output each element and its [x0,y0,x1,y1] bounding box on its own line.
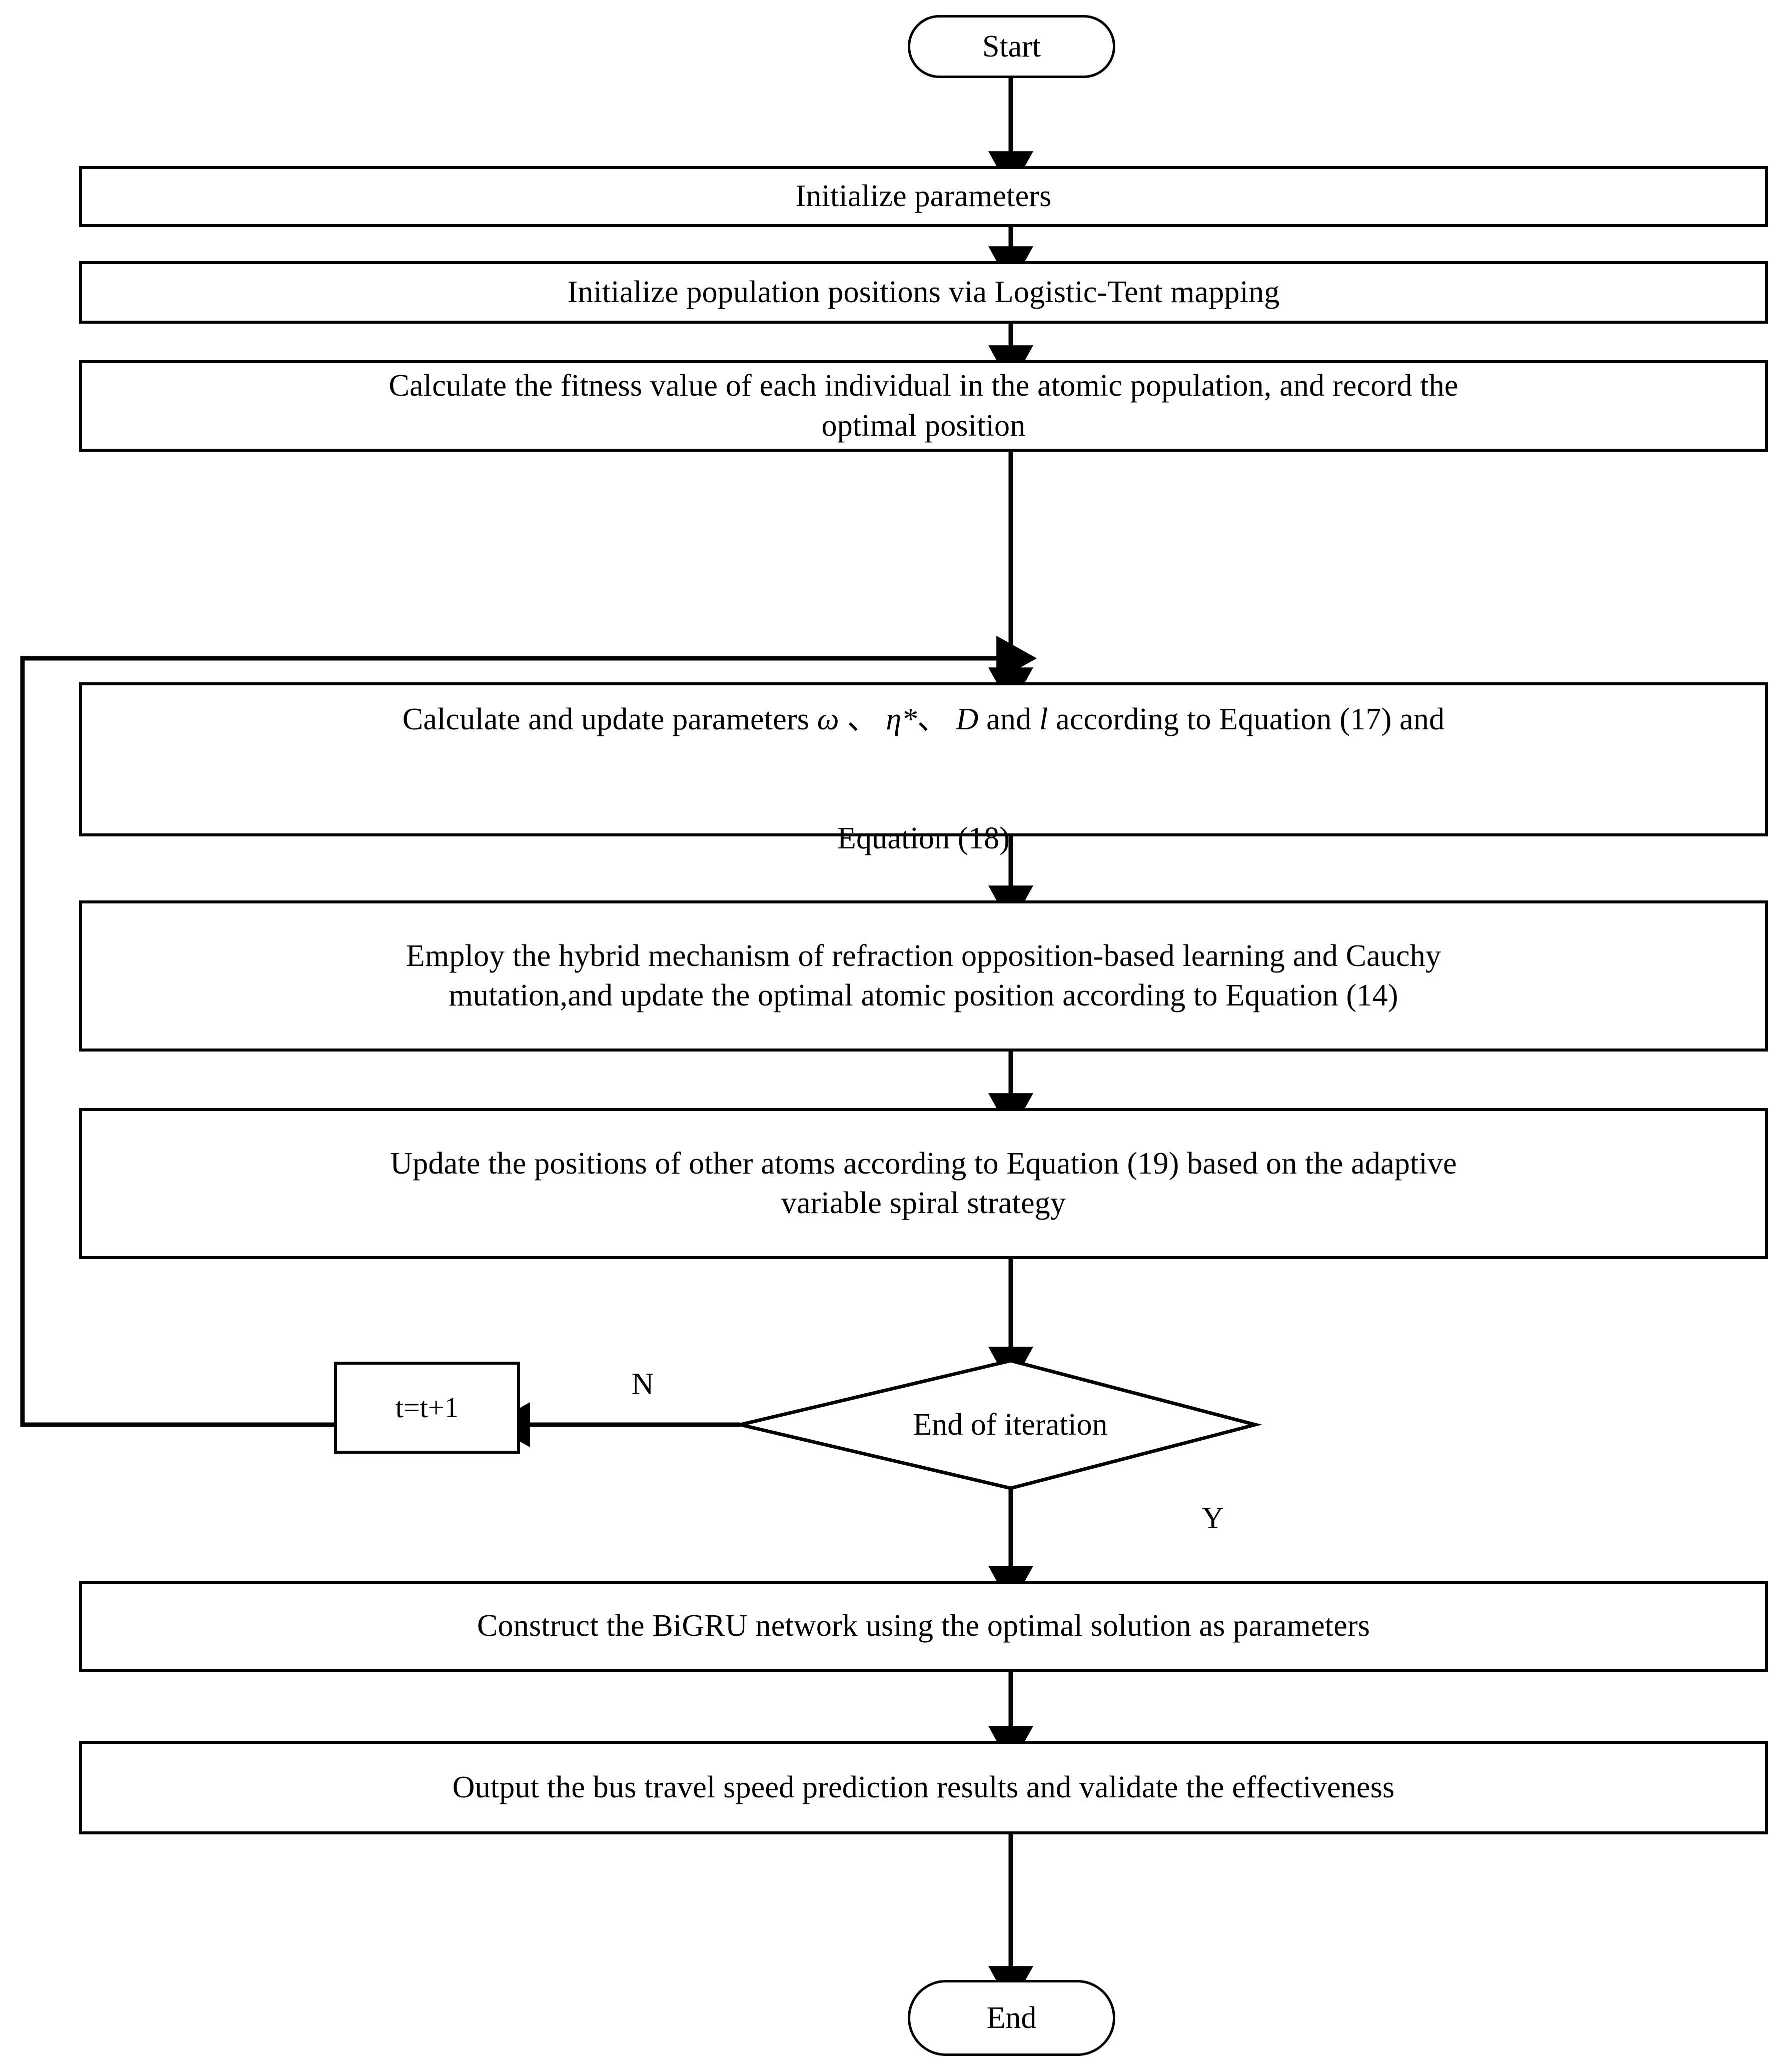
symbol-star: * [901,702,917,736]
process-hybrid-mechanism-label: Employ the hybrid mechanism of refractio… [406,938,1441,1012]
process-construct-bigru[interactable]: Construct the BiGRU network using the op… [79,1581,1768,1672]
process-calculate-fitness[interactable]: Calculate the fitness value of each indi… [79,360,1768,452]
process-hybrid-mechanism[interactable]: Employ the hybrid mechanism of refractio… [79,900,1768,1052]
process-update-parameters[interactable]: Calculate and update parameters ω 、 η*、 … [79,682,1768,855]
decision-label: End of iteration [913,1407,1108,1442]
process-update-atom-positions-label: Update the positions of other atoms acco… [390,1146,1457,1220]
update-parameters-prefix: Calculate and update parameters [402,702,817,736]
process-initialize-parameters-label: Initialize parameters [795,179,1052,214]
process-output-results[interactable]: Output the bus travel speed prediction r… [79,1741,1768,1834]
update-parameters-line2: Equation (18) [837,821,1010,856]
symbol-l: l [1039,702,1048,736]
symbol-omega: ω [817,702,839,736]
separator-1: 、 [847,702,878,736]
symbol-D: D [956,702,979,736]
end-terminator[interactable]: End [908,1980,1115,2056]
update-parameters-suffix: according to Equation (17) and [1048,702,1445,736]
start-terminator[interactable]: Start [908,15,1115,78]
edge-label-no-text: N [631,1367,654,1401]
edge-label-yes-text: Y [1201,1501,1224,1535]
update-parameters-mid: and [978,702,1039,736]
symbol-eta: η [886,702,902,736]
process-construct-bigru-label: Construct the BiGRU network using the op… [477,1609,1370,1643]
process-initialize-parameters[interactable]: Initialize parameters [79,166,1768,227]
decision-end-of-iteration[interactable]: End of iteration [800,1395,1220,1455]
process-iteration-counter[interactable]: t=t+1 [334,1362,520,1454]
process-calculate-fitness-label: Calculate the fitness value of each indi… [389,369,1458,443]
start-label: Start [982,29,1041,64]
process-initialize-population-label: Initialize population positions via Logi… [567,275,1280,309]
separator-2: 、 [917,702,948,736]
process-update-atom-positions[interactable]: Update the positions of other atoms acco… [79,1108,1768,1259]
process-output-results-label: Output the bus travel speed prediction r… [452,1770,1395,1804]
edge-label-yes: Y [1190,1496,1235,1541]
process-update-parameters-label: Calculate and update parameters ω 、 η*、 … [389,660,1459,859]
iteration-counter-label: t=t+1 [395,1391,459,1424]
edge-label-no: N [620,1362,665,1407]
process-initialize-population[interactable]: Initialize population positions via Logi… [79,261,1768,324]
end-label: End [986,2000,1037,2035]
